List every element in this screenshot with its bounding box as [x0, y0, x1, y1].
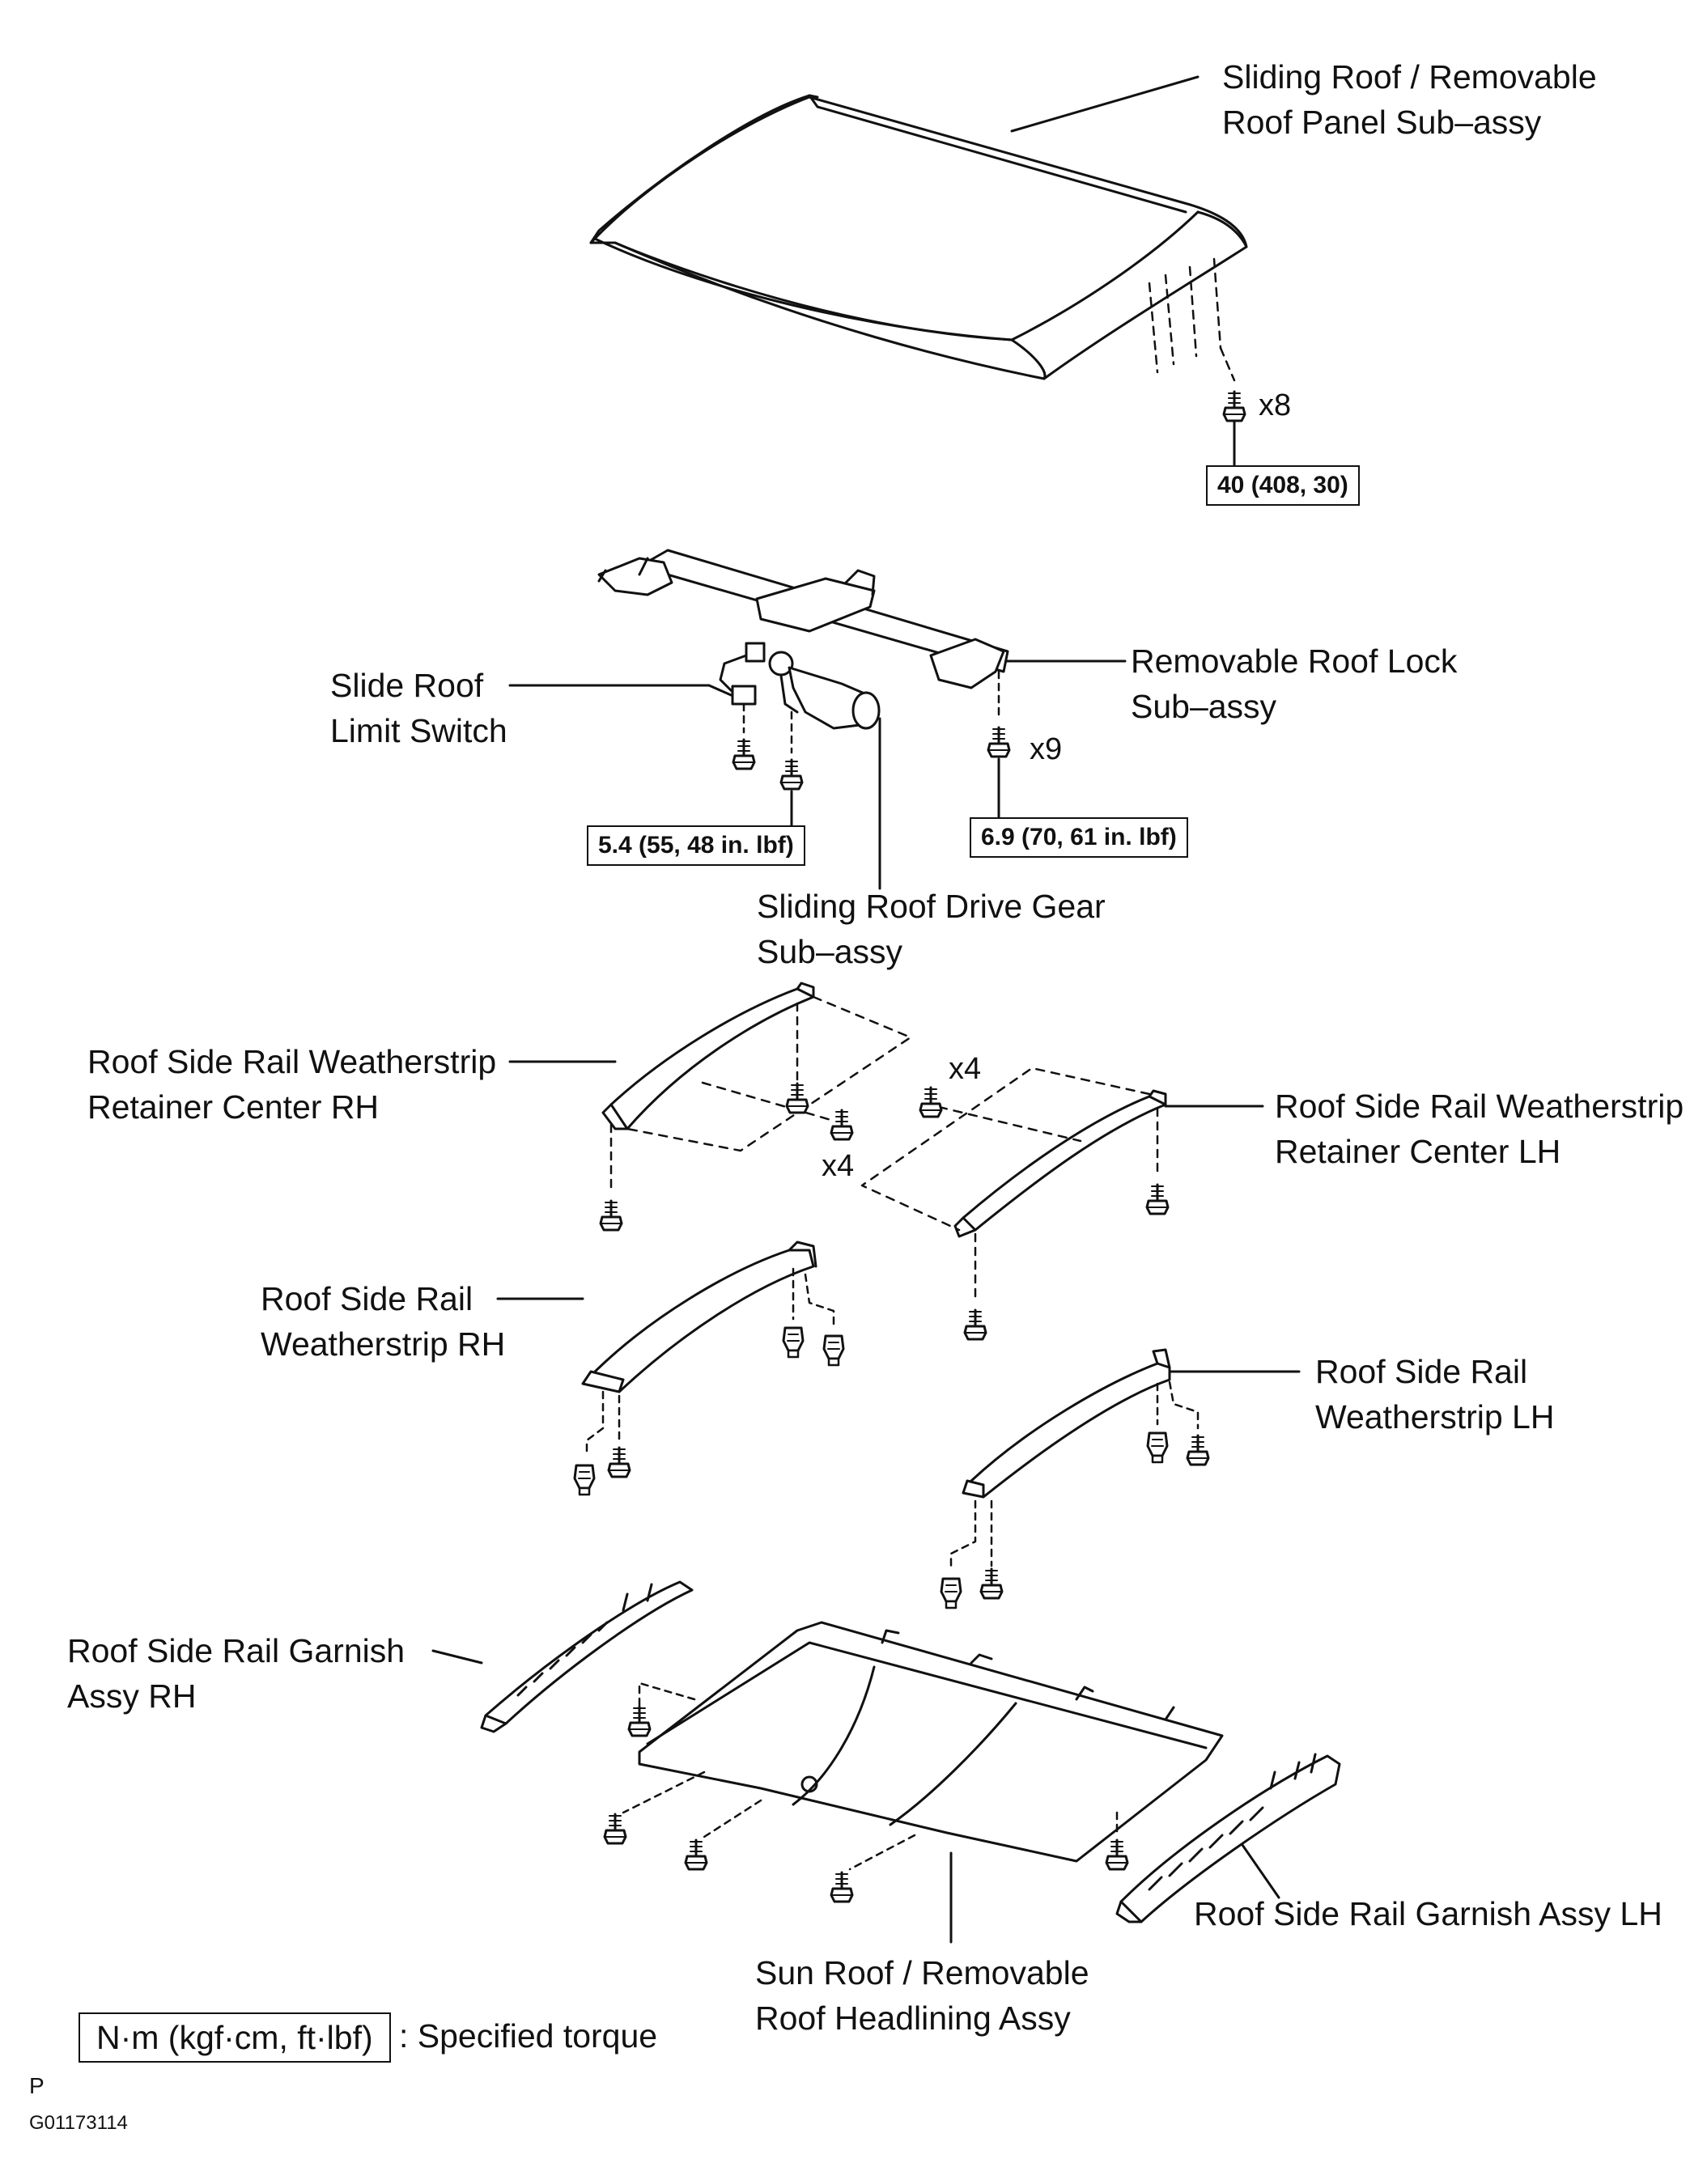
label-retainer-rh-line2: Retainer Center RH	[87, 1088, 380, 1126]
label-roof-lock-line1: Removable Roof Lock	[1131, 642, 1458, 680]
retainer-center-rh-part	[601, 982, 815, 1130]
torque-drive-gear-bolt: 5.4 (55, 48 in. lbf)	[587, 825, 805, 866]
label-limit-switch-line1: Slide Roof	[330, 667, 484, 704]
qty-lock-bolts: x9	[1030, 732, 1063, 766]
qty-retainer-screws-a: x4	[949, 1052, 982, 1086]
label-garnish-rh-line2: Assy RH	[67, 1677, 197, 1715]
label-retainer-rh-line1: Roof Side Rail Weatherstrip	[87, 1043, 497, 1080]
headlining-part	[638, 1621, 1224, 1863]
label-roof-panel-line2: Roof Panel Sub–assy	[1222, 104, 1542, 141]
label-weatherstrip-rh-line1: Roof Side Rail	[261, 1280, 473, 1317]
legend-torque-box: N·m (kgf·cm, ft·lbf)	[79, 2012, 391, 2063]
label-headlining-line1: Sun Roof / Removable	[755, 1954, 1089, 1991]
limit-switch-part	[719, 642, 766, 706]
label-limit-switch-line2: Limit Switch	[330, 712, 507, 749]
label-drive-gear-line2: Sub–assy	[757, 933, 903, 970]
label-weatherstrip-lh-line1: Roof Side Rail	[1315, 1353, 1528, 1390]
label-garnish-lh: Roof Side Rail Garnish Assy LH	[1194, 1895, 1662, 1932]
label-roof-lock-line2: Sub–assy	[1131, 688, 1277, 725]
label-retainer-lh-line2: Retainer Center LH	[1275, 1133, 1561, 1170]
torque-panel-bolt: 40 (408, 30)	[1206, 465, 1360, 506]
label-roof-panel-line1: Sliding Roof / Removable	[1222, 58, 1597, 95]
label-drive-gear-line1: Sliding Roof Drive Gear	[757, 888, 1106, 925]
retainer-center-lh-part	[953, 1089, 1167, 1238]
label-weatherstrip-lh-line2: Weatherstrip LH	[1315, 1398, 1555, 1436]
label-weatherstrip-rh-line2: Weatherstrip RH	[261, 1325, 506, 1363]
roof-panel-part	[589, 94, 1248, 380]
weatherstrip-rh-part	[581, 1240, 817, 1393]
torque-lock-bolt: 6.9 (70, 61 in. lbf)	[970, 817, 1188, 858]
qty-panel-bolts: x8	[1259, 388, 1292, 422]
footer-code: G01173114	[29, 2112, 128, 2134]
garnish-lh-part	[1115, 1753, 1341, 1923]
label-garnish-rh-line1: Roof Side Rail Garnish	[67, 1632, 406, 1669]
legend-torque-text: : Specified torque	[399, 2017, 658, 2055]
sliding-mechanism-part	[597, 549, 1009, 730]
label-retainer-lh-line1: Roof Side Rail Weatherstrip	[1275, 1088, 1684, 1125]
label-headlining-line2: Roof Headlining Assy	[755, 2000, 1071, 2037]
qty-retainer-screws-b: x4	[822, 1149, 855, 1183]
weatherstrip-lh-part	[962, 1348, 1171, 1499]
garnish-rh-part	[480, 1580, 694, 1733]
footer-letter: P	[29, 2073, 45, 2098]
